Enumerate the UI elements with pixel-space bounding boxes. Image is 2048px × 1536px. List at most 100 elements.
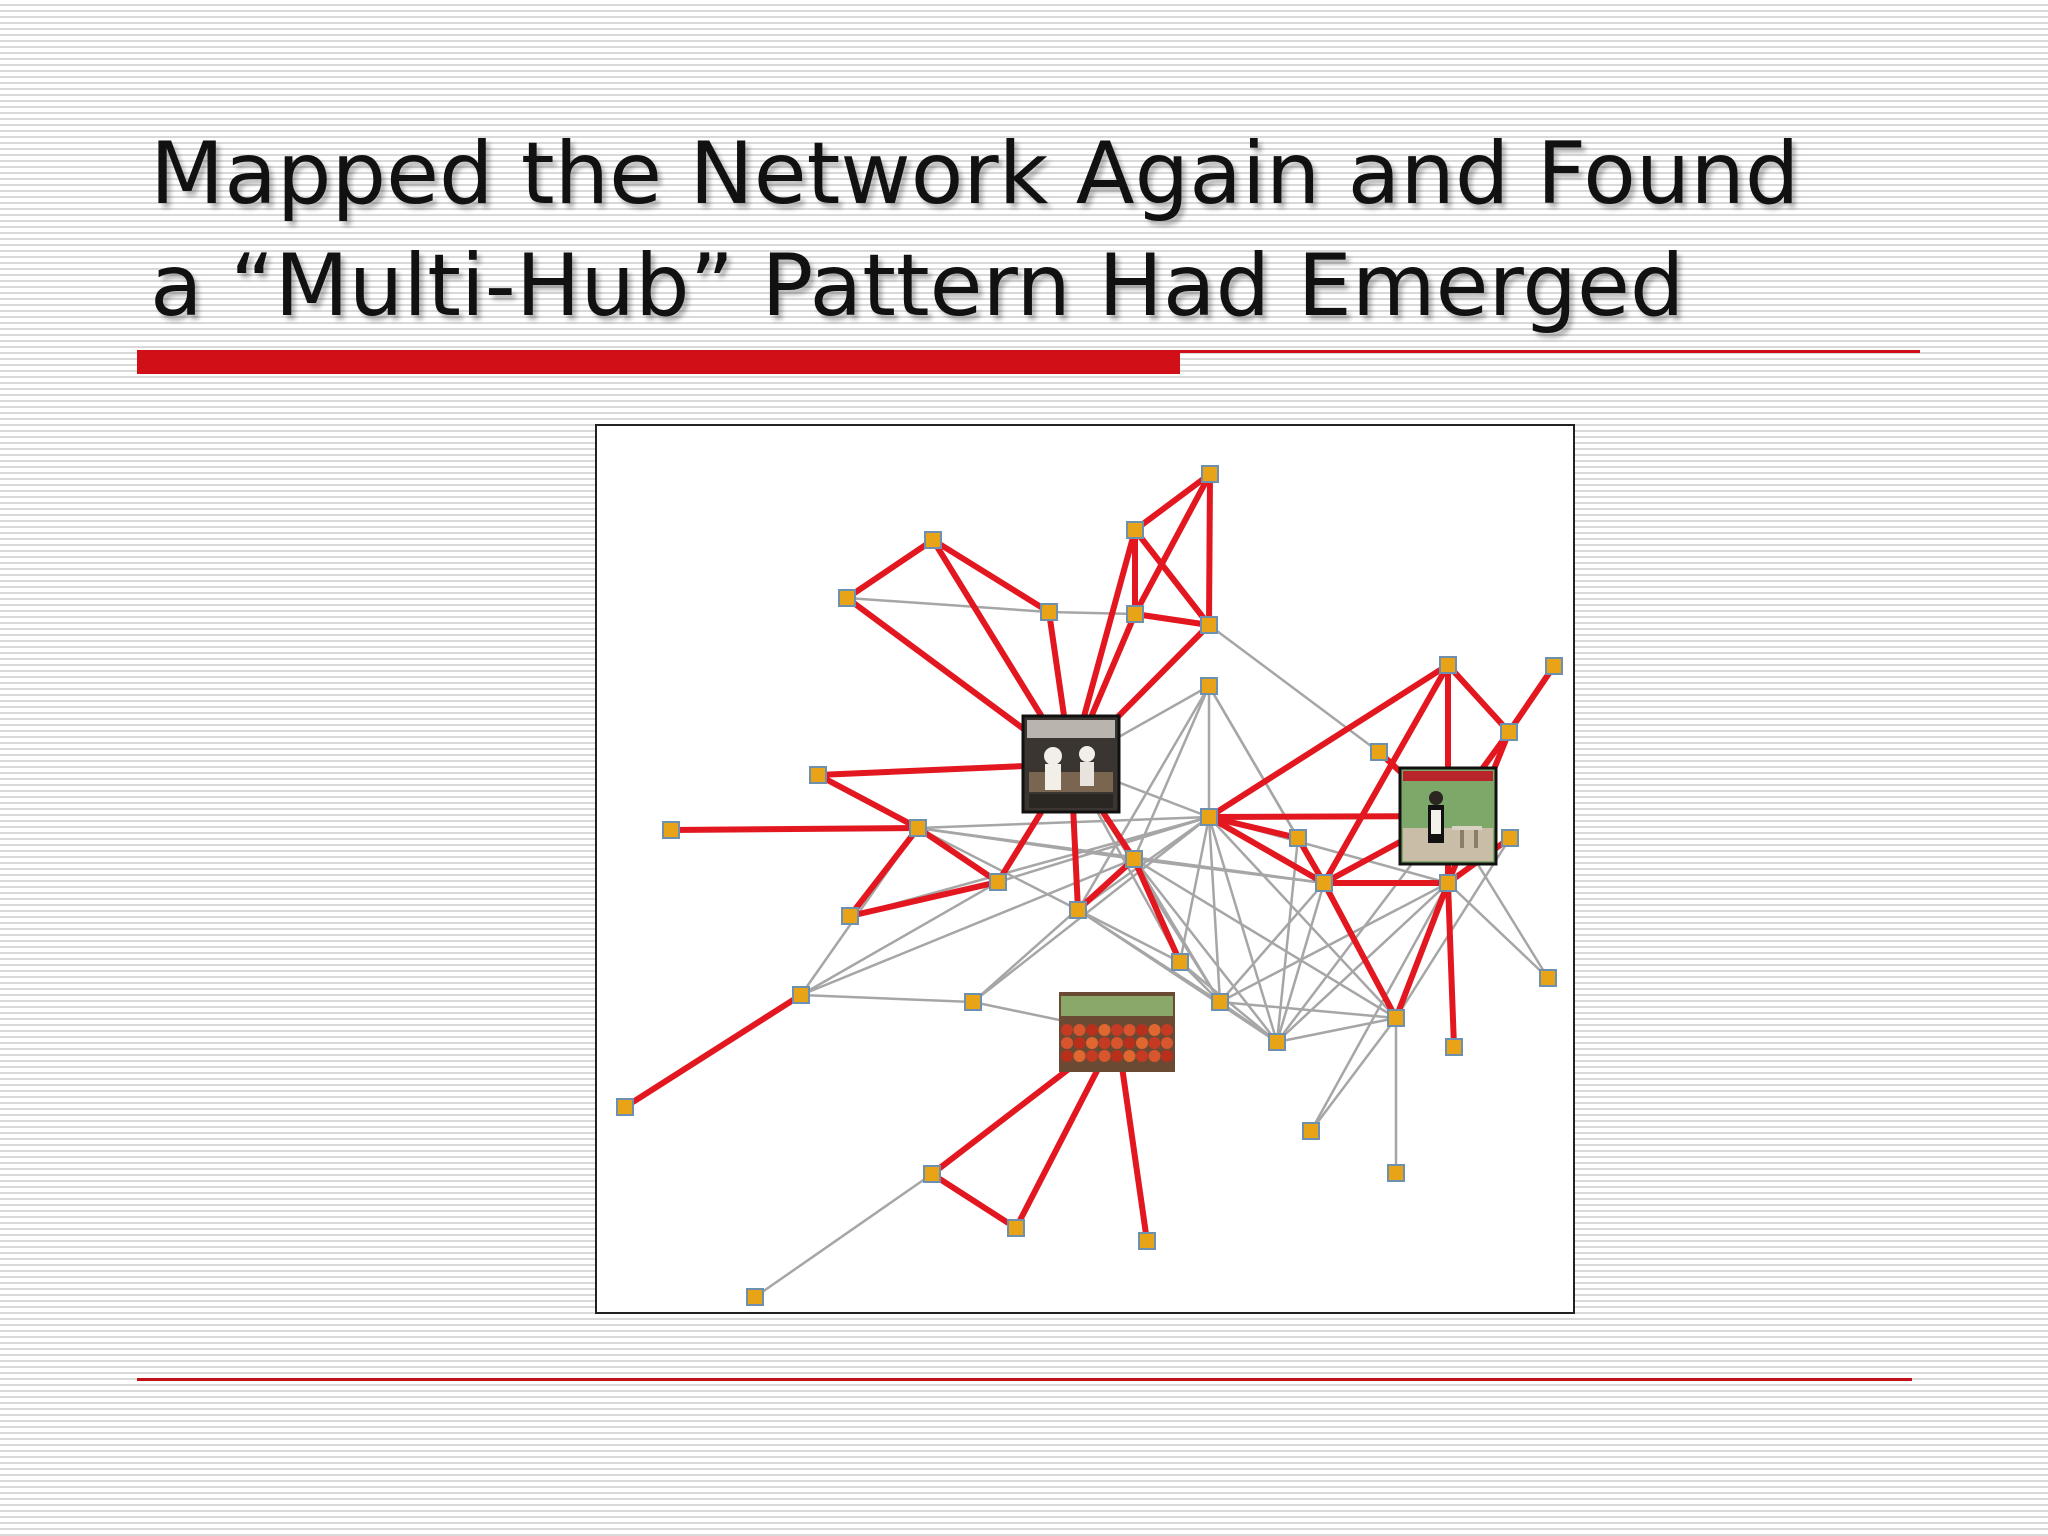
network-node: [616, 1098, 634, 1116]
network-node: [1387, 1164, 1405, 1182]
weak-link: [1218, 881, 1326, 1004]
weak-link: [1446, 881, 1550, 980]
network-node: [1200, 616, 1218, 634]
network-node: [1125, 850, 1143, 868]
network-node: [964, 993, 982, 1011]
slide-title-line-1: Mapped the Network Again and Found: [150, 124, 1800, 224]
network-diagram: [595, 424, 1575, 1314]
weak-link: [1132, 857, 1398, 1020]
weak-link: [1132, 857, 1279, 1044]
network-node: [1268, 1033, 1286, 1051]
strong-link: [1206, 471, 1213, 628]
strong-link: [1075, 856, 1137, 913]
network-node: [1439, 874, 1457, 892]
strong-link: [1206, 814, 1327, 886]
network-node: [809, 766, 827, 784]
network-node: [1545, 657, 1563, 675]
network-node: [838, 589, 856, 607]
network-node: [1315, 874, 1333, 892]
strong-link: [622, 992, 804, 1110]
hub-cafe-icon: [1398, 766, 1498, 866]
strong-link: [815, 772, 921, 831]
strong-link: [1321, 662, 1451, 886]
weak-link: [799, 857, 1136, 997]
network-node: [1370, 743, 1388, 761]
weak-link: [1207, 623, 1381, 754]
strong-link: [1506, 663, 1557, 735]
strong-link: [847, 879, 1001, 919]
network-node: [1500, 723, 1518, 741]
weak-link: [1047, 610, 1137, 616]
network-node: [1126, 605, 1144, 623]
weak-link: [1132, 857, 1326, 885]
weak-link: [799, 993, 975, 1004]
strong-link: [1206, 814, 1301, 841]
network-node: [909, 819, 927, 837]
strong-link: [1206, 662, 1451, 820]
weak-link: [1218, 1000, 1398, 1020]
network-node: [1302, 1122, 1320, 1140]
strong-link: [1445, 880, 1457, 1050]
network-node: [923, 1165, 941, 1183]
network-node: [1171, 953, 1189, 971]
weak-link: [845, 596, 1051, 614]
strong-link: [668, 825, 921, 833]
strong-link: [1132, 527, 1212, 628]
weak-link: [1207, 815, 1398, 1020]
network-node: [1138, 1232, 1156, 1250]
footer-divider: [137, 1378, 1912, 1381]
network-node: [989, 873, 1007, 891]
slide-title: Mapped the Network Again and Found a “Mu…: [150, 118, 1970, 342]
strong-link: [930, 537, 1052, 615]
network-node: [1200, 808, 1218, 826]
weak-link: [1275, 881, 1326, 1044]
weak-link: [971, 815, 1211, 1004]
network-node: [1200, 677, 1218, 695]
weak-link: [1132, 684, 1211, 861]
weak-link: [753, 1172, 934, 1299]
network-node: [1539, 969, 1557, 987]
weak-link: [1275, 881, 1450, 1044]
strong-link: [847, 825, 921, 919]
network-node: [1501, 829, 1519, 847]
strong-link: [1132, 471, 1213, 533]
weak-link: [1076, 815, 1211, 912]
network-node: [662, 821, 680, 839]
weak-link: [799, 880, 1000, 997]
network-node: [1007, 1219, 1025, 1237]
strong-link: [1132, 471, 1213, 617]
hub-market-icon: [1059, 992, 1175, 1072]
strong-link: [1132, 611, 1212, 628]
network-node: [1069, 901, 1087, 919]
weak-link: [1218, 881, 1450, 1004]
hub-kitchen-icon: [1021, 714, 1121, 814]
network-node: [746, 1288, 764, 1306]
network-node: [1201, 465, 1219, 483]
weak-link: [1309, 1016, 1398, 1133]
strong-link: [1131, 856, 1183, 965]
weak-link: [1309, 881, 1450, 1133]
weak-link: [1394, 836, 1512, 1020]
weak-link: [1218, 1000, 1279, 1044]
strong-link: [929, 1171, 1019, 1231]
network-node: [1387, 1009, 1405, 1027]
network-node: [1445, 1038, 1463, 1056]
network-node: [1289, 829, 1307, 847]
network-node: [924, 531, 942, 549]
weak-link: [1275, 1016, 1398, 1044]
weak-link: [1178, 815, 1211, 964]
slide-title-line-2: a “Multi-Hub” Pattern Had Emerged: [150, 236, 1685, 336]
weak-link: [1207, 815, 1279, 1044]
strong-link: [1393, 880, 1451, 1021]
title-underline-thick: [137, 350, 1180, 374]
weak-link: [1275, 836, 1300, 1044]
title-underline-thin: [1180, 350, 1920, 353]
network-node: [1211, 993, 1229, 1011]
network-svg: [616, 465, 1563, 1306]
strong-link: [915, 825, 1001, 885]
network-node: [1439, 656, 1457, 674]
network-node: [841, 907, 859, 925]
strong-link: [844, 537, 936, 601]
weak-link: [916, 815, 1211, 830]
weak-link: [1132, 857, 1222, 1004]
